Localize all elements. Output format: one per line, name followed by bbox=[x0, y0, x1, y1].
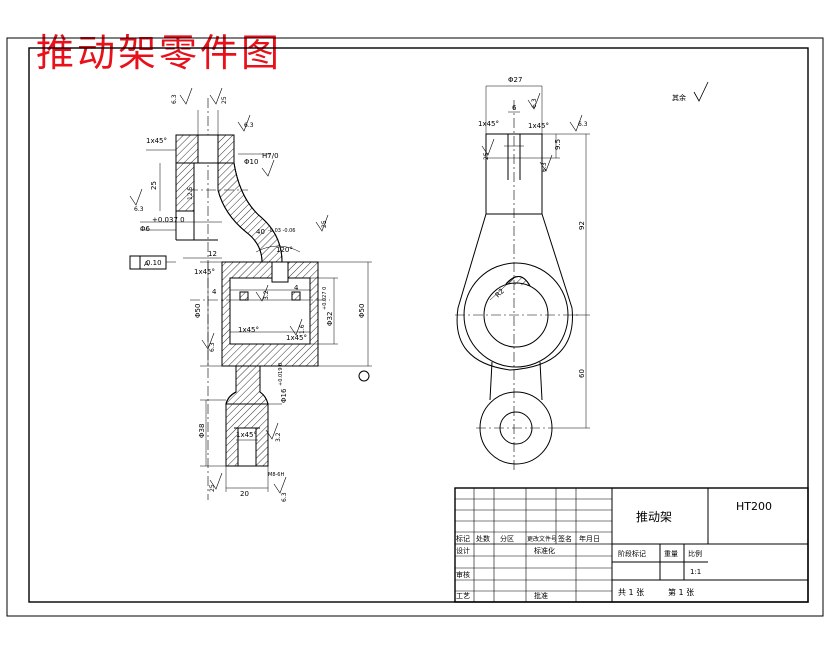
dim-chamfer-mid-center: 1x45° bbox=[238, 326, 259, 334]
dim-r2: R2 bbox=[494, 287, 506, 299]
inner-border bbox=[28, 47, 809, 603]
left-view bbox=[129, 87, 372, 500]
tb-row-standard: 标准化 bbox=[534, 546, 555, 555]
dim-20: 20 bbox=[240, 490, 249, 498]
tb-header-sign: 签名 bbox=[558, 534, 572, 543]
tb-sheet-no: 第 1 张 bbox=[668, 587, 694, 597]
dim-92: 92 bbox=[578, 221, 586, 230]
dim-phi32: Φ32 bbox=[326, 312, 334, 326]
tb-header-zone: 分区 bbox=[500, 534, 514, 543]
dim-m8: M8-6H bbox=[268, 472, 284, 478]
tb-header-date: 年月日 bbox=[579, 534, 600, 543]
rough-25-bottom: 25 bbox=[209, 484, 216, 492]
rough-63-rv-top: 6.3 bbox=[531, 98, 538, 108]
dim-chamfer-bottom: 1x45° bbox=[236, 431, 257, 439]
dim-chamfer-right-view-left: 1x45° bbox=[478, 120, 499, 128]
tb-row-approve: 批准 bbox=[534, 591, 548, 600]
drawing-title: 推动架零件图 bbox=[36, 31, 283, 75]
dim-12: 12 bbox=[208, 250, 217, 258]
dim-phi10: Φ10 bbox=[244, 158, 258, 166]
rough-32-bottom: 3.2 bbox=[275, 432, 282, 442]
dim-phi6-tol: +0.037 0 bbox=[152, 216, 185, 224]
rough-125-web: 12.5 bbox=[187, 186, 194, 200]
dim-tol-neg: -0.03 -0.06 bbox=[268, 228, 295, 234]
tb-header-count: 处数 bbox=[476, 534, 490, 543]
dim-6: 6 bbox=[512, 104, 517, 112]
title-block bbox=[454, 487, 809, 603]
rough-63-boss: 6.3 bbox=[244, 122, 254, 129]
dim-phi6: Φ6 bbox=[140, 225, 151, 233]
outer-border bbox=[6, 37, 824, 617]
dim-40: 40 bbox=[256, 228, 265, 236]
dim-phi32-tol: +0.027 0 bbox=[322, 287, 328, 310]
tb-scale-label: 比例 bbox=[688, 549, 702, 558]
tb-row-process: 工艺 bbox=[456, 592, 470, 600]
general-roughness-note: 其余 bbox=[672, 81, 709, 102]
dim-phi50: Φ50 bbox=[194, 304, 202, 318]
rough-63-top: 6.3 bbox=[171, 94, 178, 104]
tb-header-docno: 更改文件号 bbox=[527, 535, 557, 543]
tb-header-mark: 标记 bbox=[456, 534, 470, 543]
rough-32-hub: 3.2 bbox=[263, 290, 270, 300]
rough-25-rv-left: 25 bbox=[483, 152, 490, 160]
dim-chamfer-mid-left: 1x45° bbox=[194, 268, 215, 276]
dim-9-5: 9.5 bbox=[554, 139, 562, 150]
dim-4a: 4 bbox=[212, 288, 217, 296]
title-block-material: HT200 bbox=[736, 500, 772, 513]
rough-16-hub: 1.6 bbox=[299, 324, 306, 334]
dim-phi50-right: Φ50 bbox=[358, 304, 366, 318]
dim-chamfer-right-view-right: 1x45° bbox=[528, 122, 549, 130]
dim-phi16: Φ16 bbox=[280, 388, 288, 403]
rough-63-left: 6.3 bbox=[134, 206, 144, 213]
dim-25: 25 bbox=[150, 181, 158, 190]
rough-25-arm: 25 bbox=[321, 220, 328, 228]
rough-63-hub: 6.3 bbox=[209, 342, 216, 352]
tb-sheets-total: 共 1 张 bbox=[618, 588, 644, 597]
tb-row-review: 审核 bbox=[456, 570, 470, 579]
dim-angle: 120° bbox=[276, 246, 293, 254]
dim-4b: 4 bbox=[294, 284, 299, 292]
dim-phi10-tol: H7/0 bbox=[262, 152, 279, 160]
dim-phi38: Φ38 bbox=[198, 424, 206, 438]
rough-25-top: 25 bbox=[221, 96, 228, 104]
tb-scale-value: 1:1 bbox=[690, 568, 701, 576]
dim-chamfer-top: 1x45° bbox=[146, 137, 167, 145]
rough-63-bottom: 6.3 bbox=[281, 492, 288, 502]
tb-row-design: 设计 bbox=[456, 546, 470, 555]
rough-63-rv-boss: 6.3 bbox=[541, 162, 548, 172]
geo-datum: A bbox=[144, 260, 149, 268]
roughness-note-text: 其余 bbox=[672, 93, 686, 102]
title-block-part-name: 推动架 bbox=[636, 510, 672, 524]
dim-phi27: Φ27 bbox=[508, 76, 522, 84]
tb-weight-label: 重量 bbox=[664, 550, 678, 558]
dim-phi16-tol: +0.019 0 bbox=[278, 363, 284, 386]
tb-stage-label: 阶段标记 bbox=[618, 549, 646, 558]
rough-63-rv-right: 6.3 bbox=[578, 121, 588, 128]
dim-60: 60 bbox=[578, 369, 586, 378]
dim-chamfer-mid-right: 1x45° bbox=[286, 334, 307, 342]
right-view bbox=[455, 85, 590, 470]
geo-tol-value: 0.10 bbox=[146, 259, 162, 267]
